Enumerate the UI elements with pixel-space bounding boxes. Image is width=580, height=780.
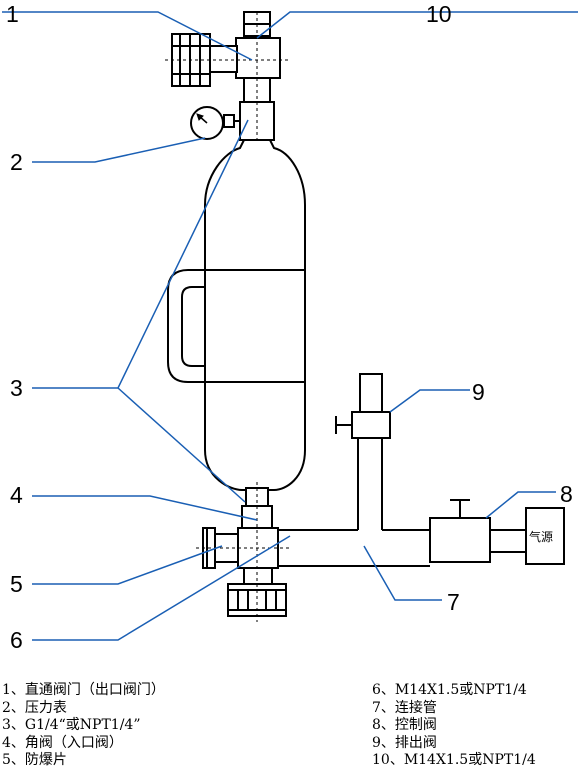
sampling-cylinder-diagram: 气源 1 10 2 3 9 4 8 5 7 6 [2,1,578,653]
legend-item-9: 9、排出阀 [372,734,437,751]
legend-item-2: 2、压力表 [2,699,67,716]
callout-4: 4 [10,482,23,508]
legend-item-6: 6、M14X1.5或NPT1/4 [372,682,527,698]
connecting-tube-7 [278,373,430,567]
discharge-valve-9 [335,411,391,439]
control-valve-8 [429,499,526,563]
pressure-gauge-2 [190,106,240,140]
gas-source-box: 气源 [525,507,565,565]
callout-1: 1 [6,1,19,27]
sample-cylinder [204,139,306,491]
legend-left: 1、直通阀门（出口阀门） 2、压力表 3、G1/4“或NPT1/4” 4、角阀（… [2,682,165,770]
callout-3: 3 [10,375,23,401]
callout-7: 7 [447,589,460,615]
legend-item-1: 1、直通阀门（出口阀门） [2,682,165,698]
bottom-nut [227,583,287,617]
leader-lines [2,11,578,641]
legend-right: 6、M14X1.5或NPT1/4 7、连接管 8、控制阀 9、排出阀 10、M1… [372,682,536,770]
legend-item-10: 10、M14X1.5或NPT1/4 [372,752,536,769]
legend-item-5: 5、防爆片 [2,752,67,769]
legend-item-7: 7、连接管 [372,699,437,716]
callout-9: 9 [472,379,485,405]
callout-10: 10 [426,1,452,27]
callout-2: 2 [10,149,23,175]
callout-5: 5 [10,571,23,597]
cylinder-handle [167,269,305,383]
legend-item-3: 3、G1/4“或NPT1/4” [2,717,141,734]
callout-8: 8 [560,481,573,507]
legend-item-4: 4、角阀（入口阀） [2,734,123,751]
legend-item-8: 8、控制阀 [372,717,437,734]
callout-6: 6 [10,627,23,653]
inlet-valve-4 [237,487,279,585]
gas-source-label: 气源 [529,529,553,544]
